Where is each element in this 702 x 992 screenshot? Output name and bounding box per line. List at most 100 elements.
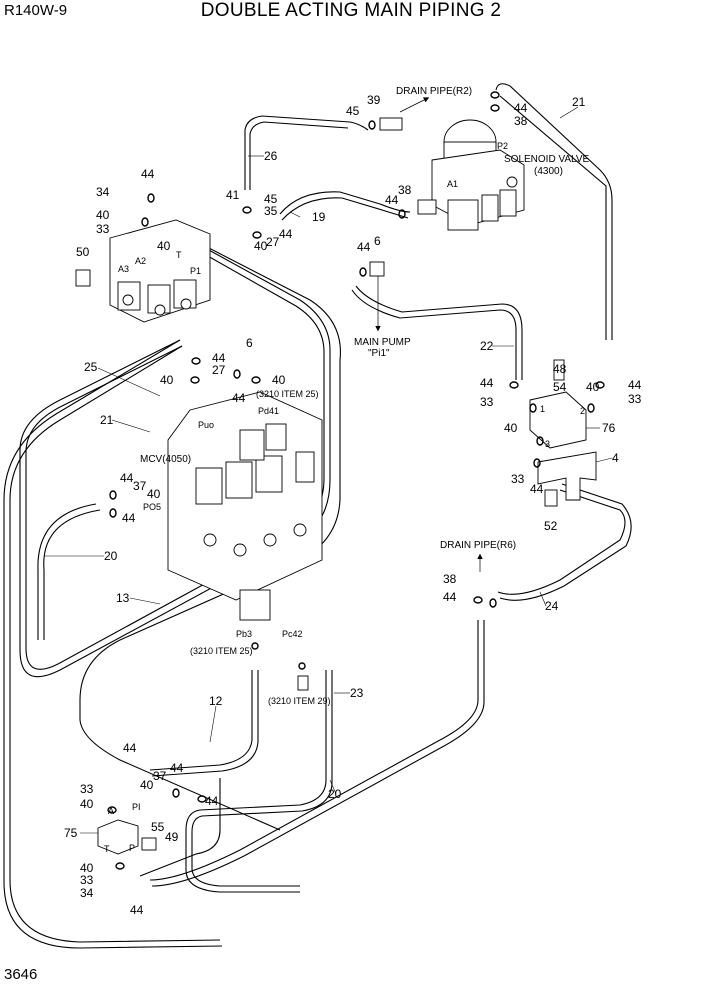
- port-puo: Puo: [198, 420, 214, 430]
- callout-33: 33: [511, 472, 525, 486]
- callout-23: 23: [350, 686, 364, 700]
- port-3: 3: [545, 439, 550, 449]
- port-a: A: [108, 806, 114, 816]
- callout-40: 40: [80, 797, 94, 811]
- bracket-4: [537, 451, 597, 501]
- hose-19-b: [281, 197, 409, 221]
- callout-45: 45: [264, 192, 278, 206]
- label-item-3210-25-b: (3210 ITEM 25): [190, 646, 253, 656]
- callout-44: 44: [514, 101, 528, 115]
- callout-52: 52: [544, 519, 558, 533]
- callout-44: 44: [205, 794, 219, 808]
- callout-38: 38: [443, 572, 457, 586]
- callout-40: 40: [586, 380, 600, 394]
- hose-21-left-loop: [19, 231, 331, 678]
- port-p: P: [129, 843, 135, 853]
- hose-26: [244, 115, 369, 190]
- label-main-pump: MAIN PUMP: [354, 337, 411, 348]
- callout-75: 75: [64, 826, 78, 840]
- port-a2: A2: [135, 256, 146, 266]
- port-pb3: Pb3: [236, 629, 252, 639]
- callout-44: 44: [120, 471, 134, 485]
- hose-bottom-short: [139, 778, 221, 877]
- callout-50: 50: [76, 245, 90, 259]
- port-po5: PO5: [143, 502, 161, 512]
- callout-40: 40: [272, 373, 286, 387]
- label-drain-pipe-r2: DRAIN PIPE(R2): [396, 86, 472, 97]
- callout-41: 41: [226, 188, 240, 202]
- port-pc42: Pc42: [282, 629, 303, 639]
- callout-44: 44: [628, 378, 642, 392]
- callout-21: 21: [572, 95, 586, 109]
- port-a3: A3: [118, 264, 129, 274]
- solenoid-valve-4300: [431, 119, 525, 231]
- callout-38: 38: [514, 114, 528, 128]
- hose-20-bottom: [149, 620, 479, 881]
- hose-22: [351, 289, 517, 380]
- leader-lines: [44, 106, 613, 834]
- port-pd41: Pd41: [258, 406, 279, 416]
- port-p1: P1: [190, 266, 201, 276]
- hose-23: [185, 670, 327, 893]
- diagram-title: DOUBLE ACTING MAIN PIPING 2: [200, 0, 502, 21]
- callout-21: 21: [100, 413, 114, 427]
- annotation-labels: DRAIN PIPE(R2) SOLENOID VALVE (4300) MAI…: [140, 86, 590, 706]
- hose-25: [9, 345, 221, 943]
- hose-19: [279, 191, 411, 215]
- callout-48: 48: [553, 362, 567, 376]
- valve-block-top-left: [109, 219, 211, 323]
- callout-44: 44: [385, 193, 399, 207]
- callout-44: 44: [130, 903, 144, 917]
- callout-54: 54: [553, 380, 567, 394]
- callout-40: 40: [157, 239, 171, 253]
- port-labels: P2 A1 A3 A2 T P1 Puo Pd41 PO5 Pb3 Pc42 1…: [104, 141, 585, 854]
- callout-40: 40: [254, 239, 268, 253]
- block-76: [529, 391, 587, 449]
- mcv-4050: [167, 391, 323, 621]
- label-solenoid-valve: SOLENOID VALVE: [504, 154, 590, 165]
- callout-44: 44: [123, 741, 137, 755]
- callout-44: 44: [212, 351, 226, 365]
- hose-12: [149, 670, 253, 771]
- callout-33: 33: [628, 392, 642, 406]
- callout-24: 24: [545, 599, 559, 613]
- label-mcv: MCV(4050): [140, 454, 191, 465]
- label-drain-pipe-r6: DRAIN PIPE(R6): [440, 540, 516, 551]
- drain-r2-arrow: [399, 97, 430, 113]
- callout-38: 38: [398, 183, 412, 197]
- callout-40: 40: [160, 373, 174, 387]
- callout-33: 33: [480, 395, 494, 409]
- hose-12-b: [151, 670, 259, 777]
- callout-44: 44: [141, 167, 155, 181]
- hose-22-b: [355, 285, 523, 380]
- hose-20-bottom-b: [151, 620, 485, 887]
- port-p2: P2: [497, 141, 508, 151]
- callout-44: 44: [122, 511, 136, 525]
- callout-27: 27: [212, 363, 226, 377]
- callout-6: 6: [374, 234, 381, 248]
- callout-44: 44: [357, 240, 371, 254]
- port-t-top: T: [176, 250, 182, 260]
- callout-6: 6: [246, 336, 253, 350]
- callout-20: 20: [104, 549, 118, 563]
- hose-24: [497, 489, 626, 595]
- callout-76: 76: [602, 421, 616, 435]
- callout-19: 19: [312, 210, 326, 224]
- hose-26-b: [249, 121, 349, 190]
- callout-35: 35: [264, 204, 278, 218]
- callout-39: 39: [367, 93, 381, 107]
- callout-13: 13: [116, 591, 130, 605]
- callout-40: 40: [147, 487, 161, 501]
- callout-37: 37: [133, 479, 147, 493]
- label-main-pump-port: "Pi1": [368, 348, 390, 359]
- hose-23-b: [191, 670, 333, 887]
- callout-33: 33: [80, 782, 94, 796]
- callout-44: 44: [170, 761, 184, 775]
- callout-44: 44: [480, 376, 494, 390]
- hose-20-left-b: [37, 503, 97, 640]
- port-t: T: [104, 844, 110, 854]
- callout-40: 40: [504, 421, 518, 435]
- label-solenoid-valve-code: (4300): [534, 166, 563, 177]
- callout-20: 20: [328, 787, 342, 801]
